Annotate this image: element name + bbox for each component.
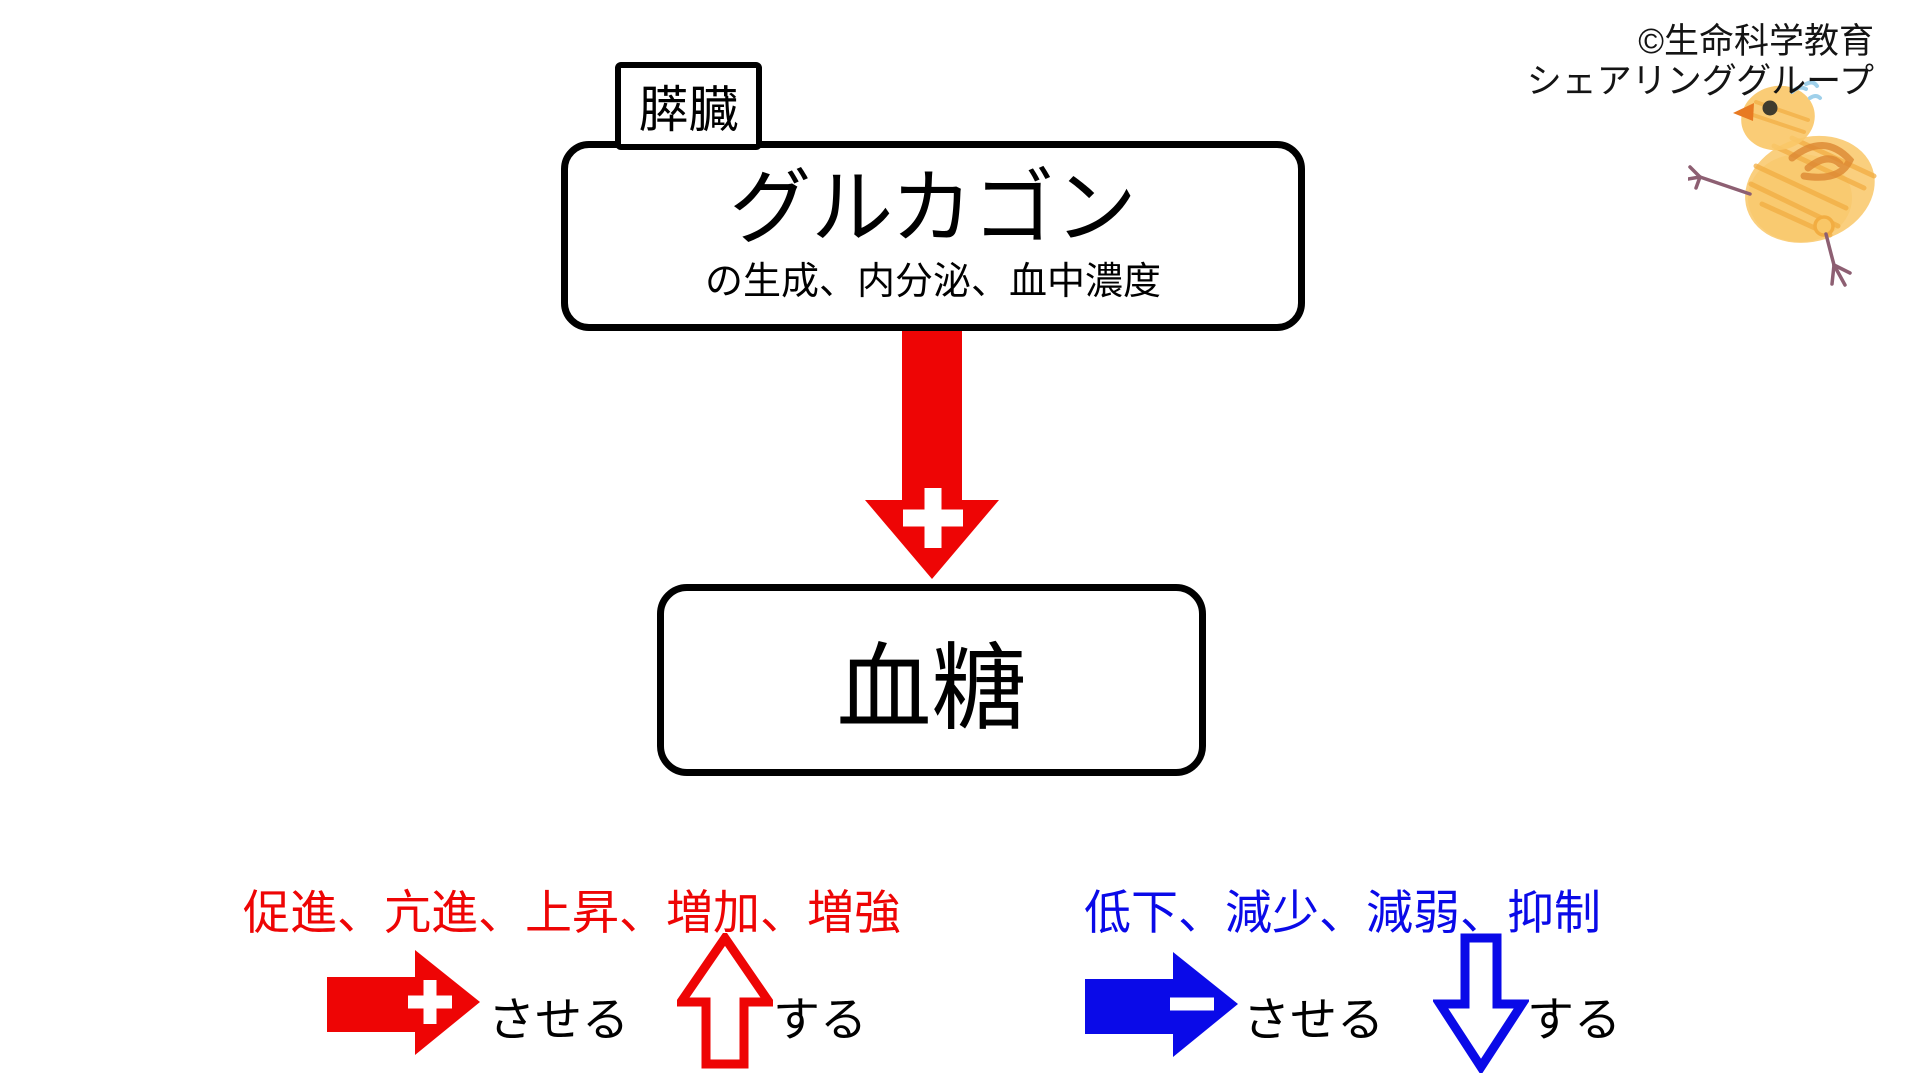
glucagon-box: グルカゴン の生成、内分泌、血中濃度	[561, 141, 1305, 331]
suppress-down-arrow	[1433, 933, 1529, 1073]
chick-drawing	[1688, 80, 1877, 287]
glucagon-title: グルカゴン	[729, 163, 1137, 255]
pancreas-label-box: 膵臓	[615, 62, 762, 150]
pancreas-label: 膵臓	[638, 82, 739, 138]
plus-sign	[903, 488, 963, 548]
plus-sign	[408, 980, 452, 1024]
promote-words: 促進、亢進、上昇、増加、増強	[243, 886, 901, 939]
promote-causative-label: させる	[488, 993, 629, 1046]
copyright-notice: ©生命科学教育 シェアリンググループ	[1527, 22, 1874, 102]
chick-beak	[1733, 103, 1754, 121]
blue-scribble	[1790, 80, 1822, 100]
suppress-right-arrow	[1085, 952, 1238, 1057]
promote-intransitive-label: する	[773, 993, 867, 1046]
chick-legs	[1688, 165, 1852, 287]
suppress-intransitive-label: する	[1527, 993, 1621, 1046]
blood-sugar-label: 血糖	[836, 635, 1027, 742]
blood-sugar-box: 血糖	[657, 584, 1206, 776]
chick-eye	[1762, 100, 1778, 116]
promote-down-arrow	[865, 331, 999, 579]
copyright-line1: ©生命科学教育	[1638, 22, 1874, 61]
promote-right-arrow	[327, 950, 480, 1055]
suppress-words: 低下、減少、減弱、抑制	[1084, 886, 1601, 939]
minus-sign	[1170, 997, 1214, 1011]
chick-wing	[1788, 142, 1855, 181]
promote-up-arrow	[677, 933, 773, 1069]
glucagon-subtitle: の生成、内分泌、血中濃度	[704, 260, 1161, 303]
suppress-causative-label: させる	[1243, 993, 1384, 1046]
copyright-line2: シェアリンググループ	[1526, 62, 1874, 101]
